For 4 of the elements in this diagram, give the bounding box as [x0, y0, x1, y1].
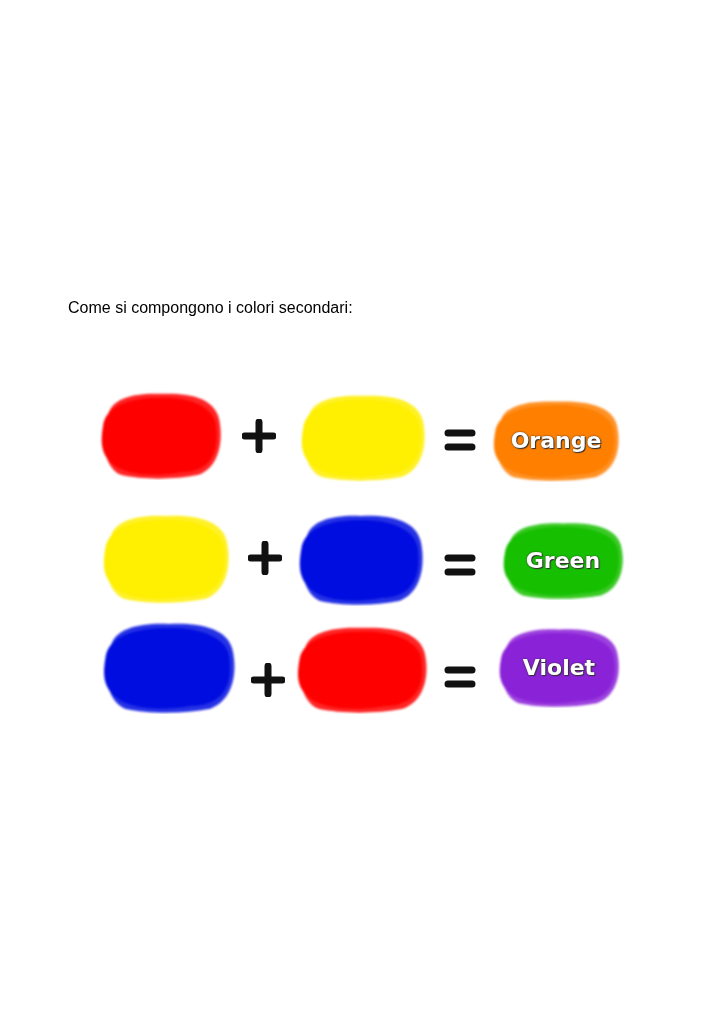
color-name: Green: [525, 546, 601, 575]
title: Come si compongono i colori secondari:: [68, 298, 353, 318]
color-name: Orange: [510, 426, 602, 455]
color-name: Violet: [522, 653, 596, 682]
